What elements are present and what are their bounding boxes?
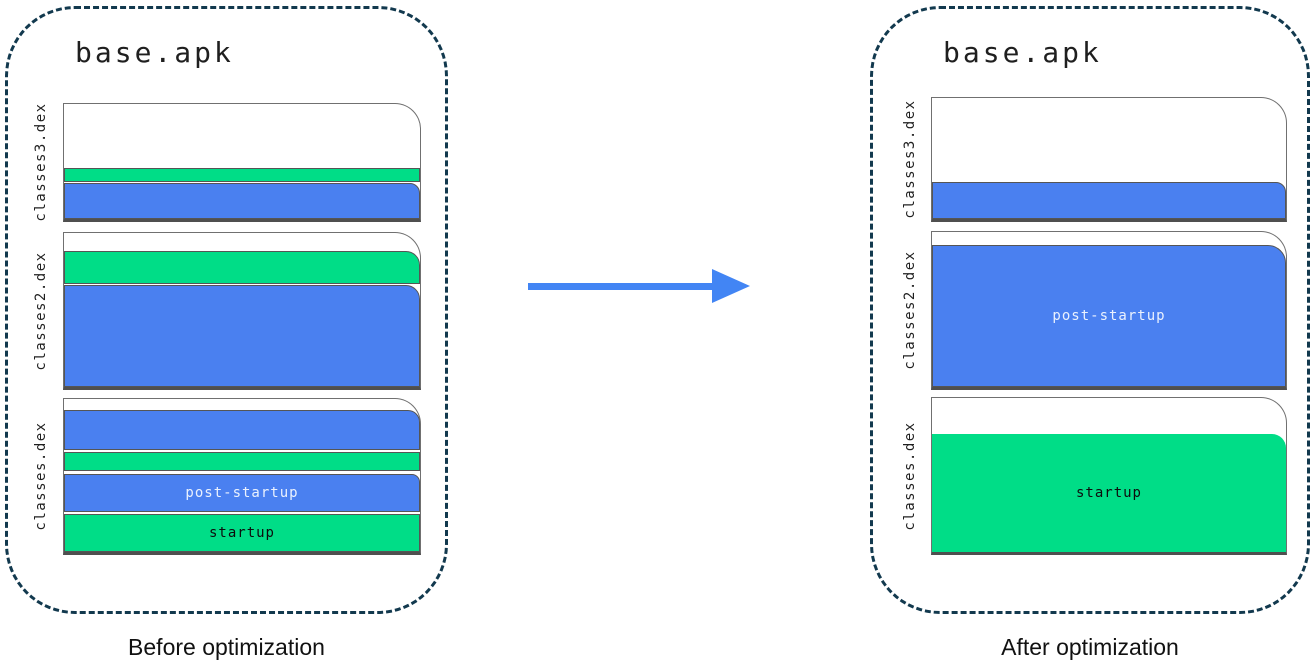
before-panel: base.apk classes3.dex classes2.dex class… <box>5 6 448 667</box>
after-caption: After optimization <box>1001 634 1179 660</box>
before-classesdex-startup-band: startup <box>64 514 420 552</box>
before-classes3dex-startup-band <box>64 168 420 182</box>
after-classes2dex-label: classes2.dex <box>902 250 918 370</box>
before-classesdex-poststartup-band: post-startup <box>64 474 420 512</box>
after-classes3dex-label: classes3.dex <box>902 99 918 219</box>
before-classesdex-file: post-startup startup <box>63 398 421 555</box>
after-classes2dex-file: post-startup <box>931 231 1287 390</box>
startup-band-label: startup <box>208 525 275 541</box>
startup-band-label: startup <box>1075 485 1142 501</box>
before-caption: Before optimization <box>128 634 325 660</box>
after-apk-outline <box>870 6 1310 614</box>
before-classes3dex-poststartup-band <box>64 183 420 219</box>
before-classesdex-label: classes.dex <box>33 421 49 531</box>
before-classesdex-startup-band-upper <box>64 452 420 471</box>
before-classes3dex-file <box>63 103 421 222</box>
after-classesdex-file: startup <box>931 397 1287 555</box>
after-classesdex-label: classes.dex <box>902 421 918 531</box>
before-apk-title: base.apk <box>75 36 234 69</box>
post-startup-band-label: post-startup <box>185 485 299 501</box>
after-classes2dex-poststartup-band: post-startup <box>932 245 1286 387</box>
before-apk-outline <box>5 6 448 614</box>
post-startup-band-label: post-startup <box>1052 308 1166 324</box>
before-classes2dex-label: classes2.dex <box>33 251 49 371</box>
before-classes2dex-startup-band <box>64 251 420 284</box>
before-classes2dex-file <box>63 232 421 390</box>
before-classes2dex-poststartup-band <box>64 285 420 387</box>
after-classesdex-startup-band: startup <box>932 434 1286 552</box>
before-classes3dex-label: classes3.dex <box>33 102 49 222</box>
right-arrow-icon <box>528 269 750 304</box>
arrow-shaft <box>528 283 716 290</box>
after-apk-title: base.apk <box>943 36 1102 69</box>
after-classes3dex-poststartup-band <box>932 182 1286 219</box>
arrow-head <box>712 269 750 303</box>
before-classesdex-poststartup-band-upper <box>64 410 420 450</box>
after-classes3dex-file <box>931 97 1287 222</box>
after-panel: base.apk classes3.dex classes2.dex post-… <box>870 6 1310 667</box>
